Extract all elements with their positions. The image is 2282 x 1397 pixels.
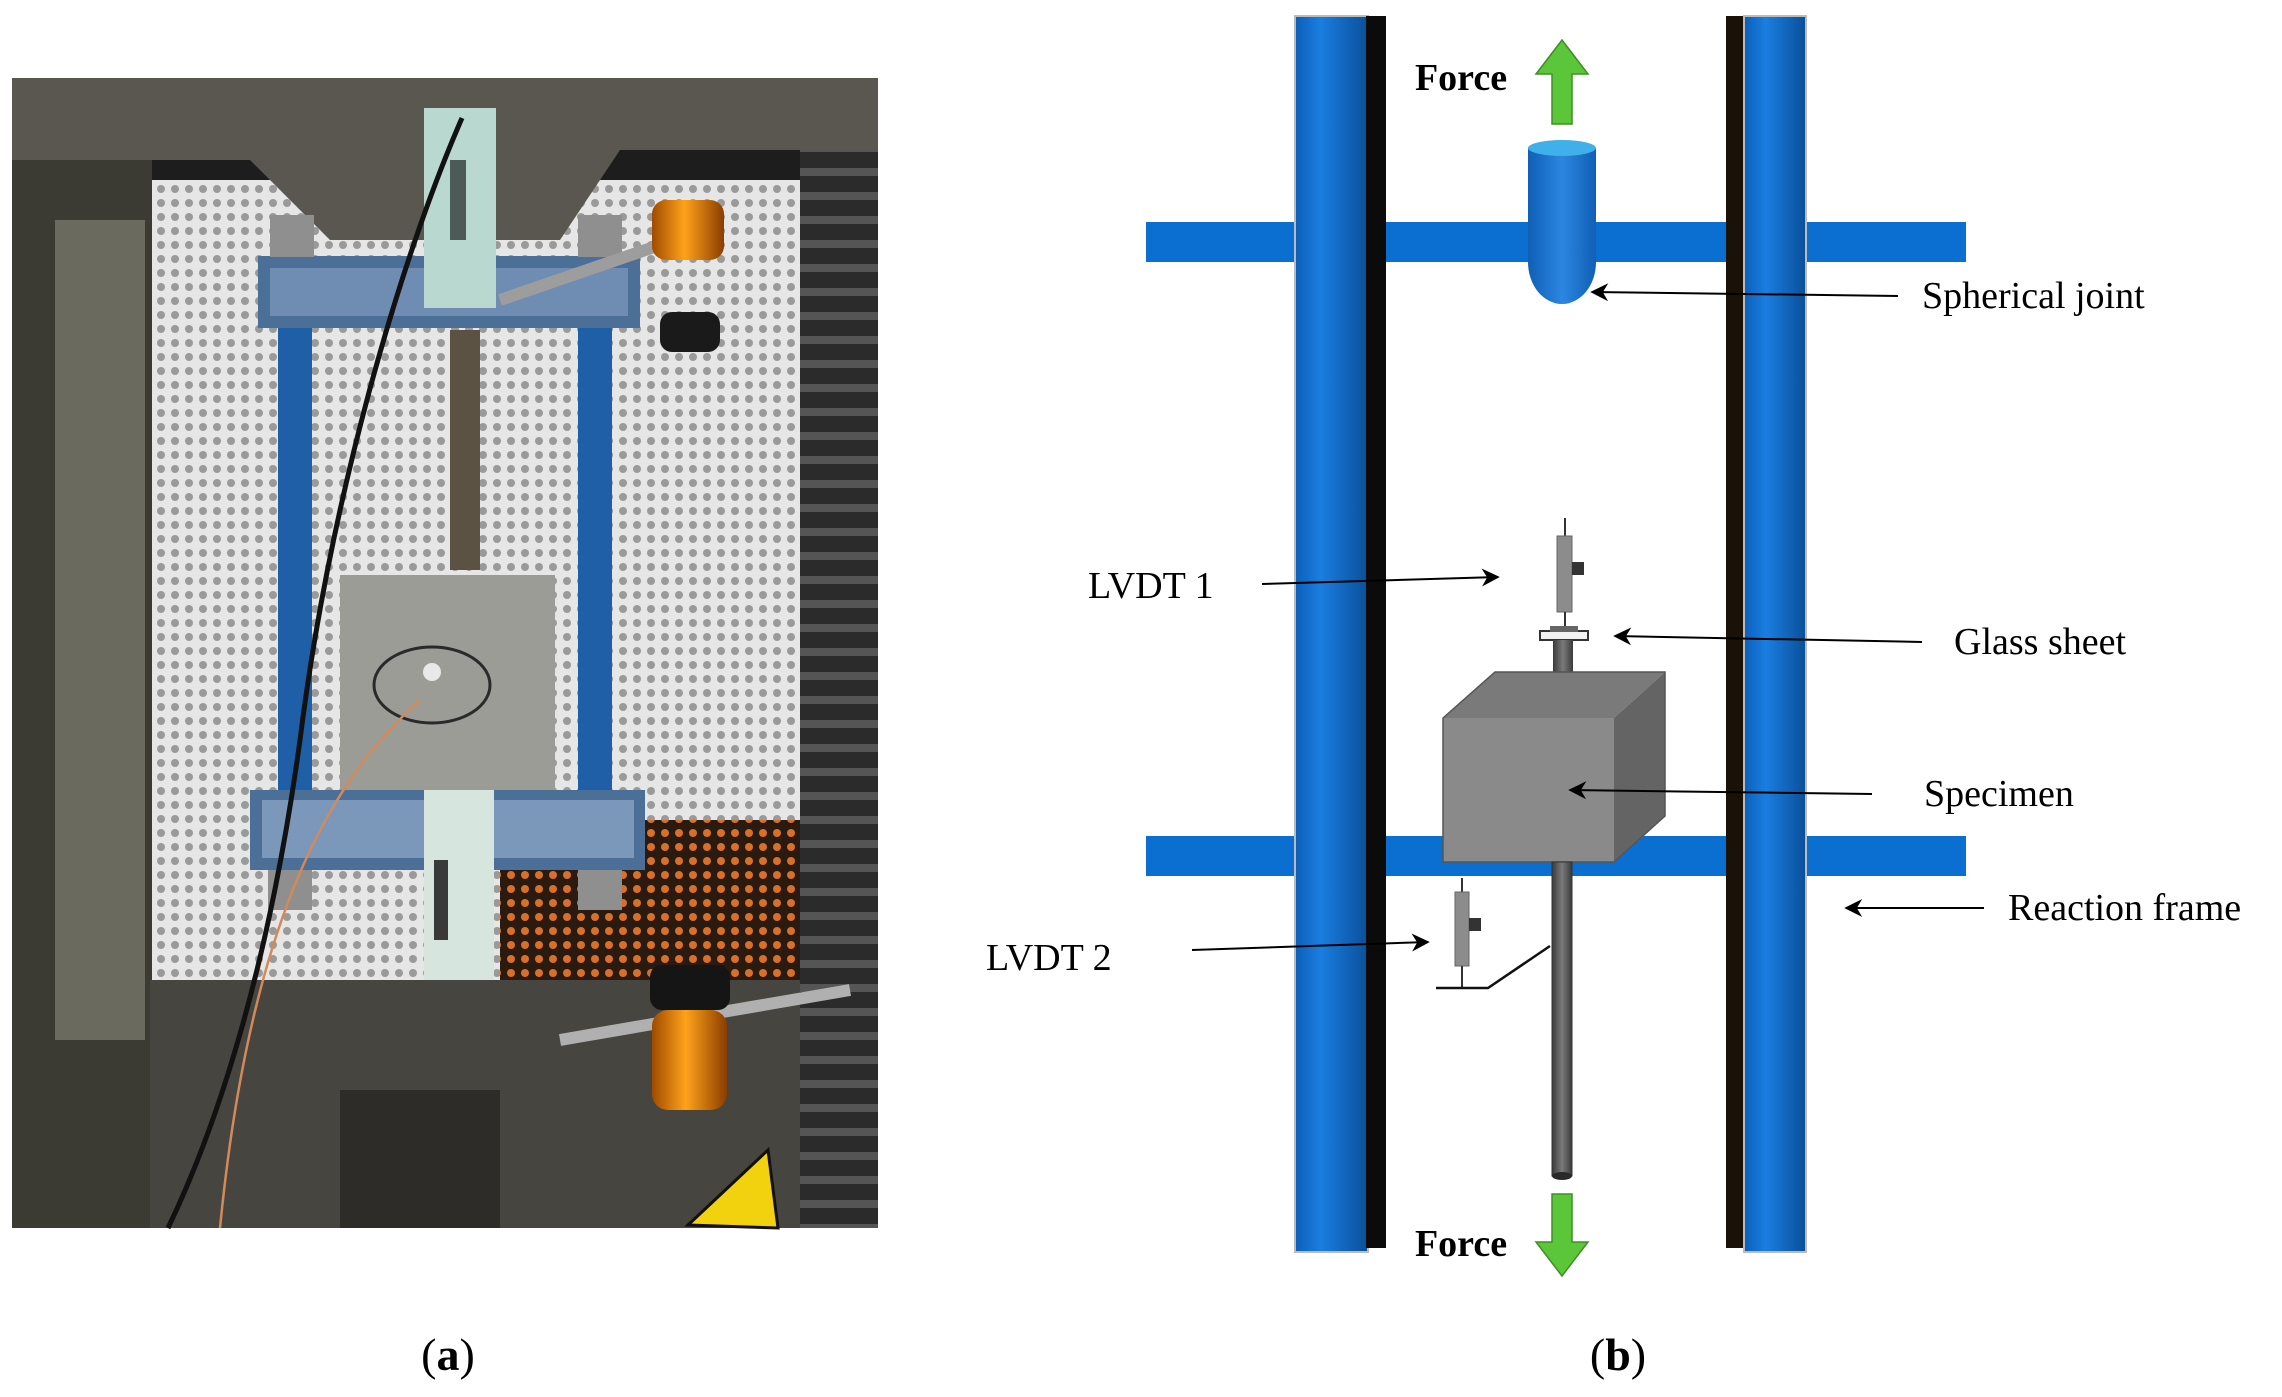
specimen-cube xyxy=(1442,671,1666,863)
glass-sheet-plate xyxy=(1539,630,1589,641)
lvdt-2-connector xyxy=(1469,918,1481,931)
lvdt-2-body xyxy=(1454,891,1470,967)
glass-sheet xyxy=(1539,626,1589,641)
photo-cable-black xyxy=(165,117,465,1230)
glass-sheet-holder xyxy=(1550,626,1578,632)
specimen-bottom-rod xyxy=(1551,861,1573,1177)
force-label-top: Force xyxy=(1415,57,1507,99)
machine-post-left xyxy=(55,220,145,1040)
blue-rod-left xyxy=(278,328,312,798)
force-arrow-down-icon xyxy=(1534,1193,1590,1278)
photo-stand-arm-upper xyxy=(498,239,662,306)
photo-knob-lower xyxy=(650,965,730,1010)
blue-rod-right xyxy=(578,328,612,798)
photo-specimen-marking xyxy=(372,645,492,725)
photo-magnet-base-lower xyxy=(652,1010,727,1110)
lvdt-2-bracket xyxy=(1436,944,1551,990)
leader-spherical-joint xyxy=(1590,283,1899,302)
lvdt-1-body xyxy=(1556,535,1573,613)
label-reaction-frame: Reaction frame xyxy=(2008,887,2241,929)
right-frame-column xyxy=(1743,15,1807,1253)
leader-lvdt-2 xyxy=(1191,933,1430,952)
panel-a-photo xyxy=(12,78,878,1230)
photo-warning-sign xyxy=(684,1146,780,1230)
caption-b: (b) xyxy=(1590,1329,1646,1380)
lvdt-1 xyxy=(1556,518,1584,632)
caption-a: (a) xyxy=(421,1329,475,1380)
left-column-edge xyxy=(1366,16,1386,1248)
lvdt-1-connector xyxy=(1572,562,1584,575)
left-frame-column xyxy=(1294,15,1369,1253)
lvdt-2 xyxy=(1436,878,1551,990)
nut-top-right xyxy=(578,215,622,257)
photo-grip-jaw xyxy=(340,1090,500,1228)
force-arrow-up-icon xyxy=(1534,38,1590,125)
right-column-edge xyxy=(1726,16,1744,1248)
photo-cable-thermo xyxy=(218,699,421,1229)
panel-b-diagram: Force Force xyxy=(986,15,2241,1278)
photo-lvdt-lower-window xyxy=(434,860,448,940)
spherical-joint xyxy=(1528,140,1596,304)
photo-glass-sheet xyxy=(423,663,441,681)
machine-bellows-right xyxy=(800,78,878,1228)
force-label-bottom: Force xyxy=(1415,1223,1507,1265)
photo-lvdt-upper-window xyxy=(450,160,466,240)
spherical-joint-body xyxy=(1528,148,1596,258)
label-lvdt-2: LVDT 2 xyxy=(986,937,1112,979)
photo-magnet-base-upper xyxy=(652,200,724,260)
label-lvdt-1: LVDT 1 xyxy=(1088,565,1214,607)
nut-top-left xyxy=(270,215,314,257)
nut-bottom-right xyxy=(578,870,622,910)
leader-glass-sheet xyxy=(1613,627,1923,646)
spherical-joint-top xyxy=(1528,140,1596,156)
specimen-side-face xyxy=(1614,672,1665,862)
label-specimen: Specimen xyxy=(1924,773,2074,815)
leader-lvdt-1 xyxy=(1261,568,1500,587)
photo-knob-upper xyxy=(660,312,720,352)
specimen-top-face xyxy=(1443,672,1665,718)
photo-specimen xyxy=(340,575,555,790)
spherical-joint-ball xyxy=(1528,258,1596,304)
leader-specimen xyxy=(1568,781,1873,800)
label-spherical-joint: Spherical joint xyxy=(1922,275,2145,317)
photo-pull-rod xyxy=(450,330,480,570)
label-glass-sheet: Glass sheet xyxy=(1954,621,2126,663)
